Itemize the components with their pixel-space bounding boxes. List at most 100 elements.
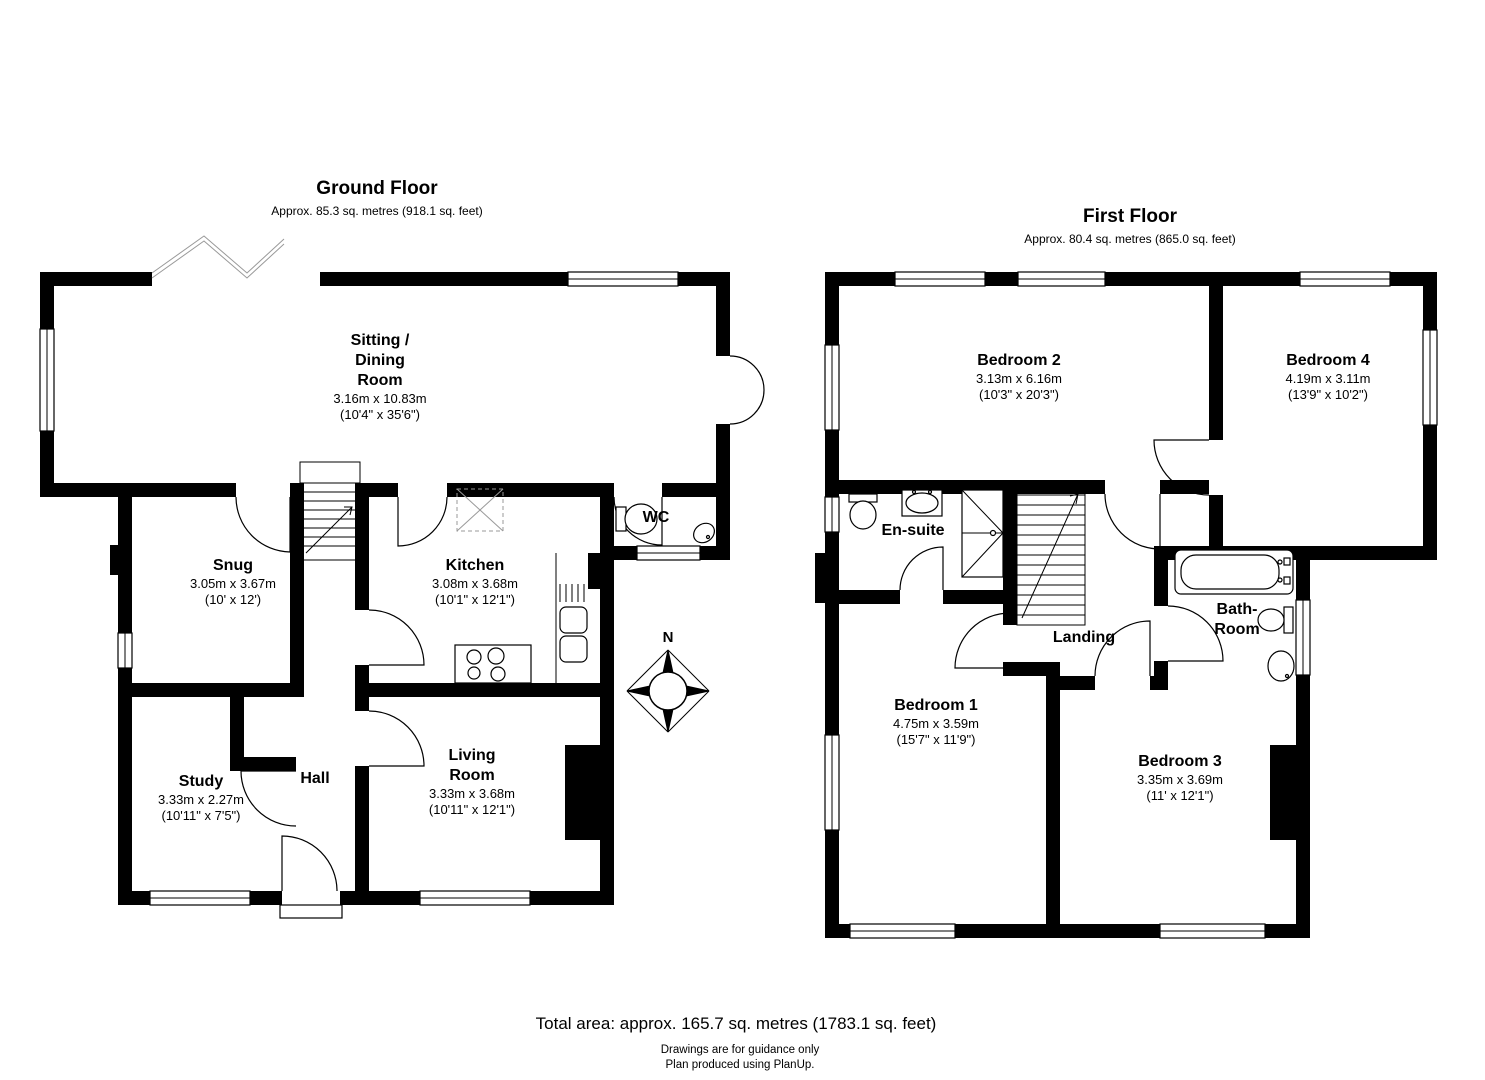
room-dim-imperial: (10'1" x 12'1")	[435, 592, 515, 607]
room-label-bedroom2: Bedroom 2 3.13m x 6.16m (10'3" x 20'3")	[976, 351, 1062, 403]
chimney-block	[565, 745, 600, 840]
porch-icon	[279, 904, 343, 919]
first-floor-plan	[815, 271, 1438, 939]
room-name: Bedroom 3	[1138, 753, 1222, 770]
room-label-hall: Hall	[300, 769, 329, 789]
room-name: Bedroom 1	[894, 697, 978, 714]
room-dim-metric: 3.16m x 10.83m	[333, 391, 427, 406]
window-icon	[1422, 329, 1438, 426]
ground-floor-plan	[39, 235, 765, 919]
room-name: Hall	[300, 770, 330, 787]
room-label-kitchen: Kitchen 3.08m x 3.68m (10'1" x 12'1")	[432, 556, 518, 608]
room-name: Bedroom 4	[1286, 352, 1370, 369]
room-name: Study	[178, 773, 224, 790]
compass-north-label: N	[662, 629, 674, 646]
room-dim-metric: 3.33m x 3.68m	[428, 786, 515, 801]
kitchen-sink-icon	[559, 606, 588, 634]
window-icon	[849, 923, 956, 939]
room-name: Dining	[355, 352, 405, 369]
room-name: Room	[1214, 621, 1260, 638]
kitchen-sink-icon	[559, 635, 588, 663]
window-icon	[894, 271, 986, 287]
toilet-icon	[1257, 606, 1294, 634]
staircase-icon	[1016, 484, 1086, 626]
door-swing-icon	[954, 612, 1011, 669]
toilet-icon	[848, 493, 878, 530]
room-label-snug: Snug 3.05m x 3.67m (10' x 12')	[190, 556, 276, 608]
ground-floor-fixtures	[279, 488, 715, 919]
window-icon	[824, 734, 840, 831]
room-dim-imperial: (11' x 12'1")	[1146, 788, 1214, 803]
room-name: Living	[448, 747, 496, 764]
first-floor-doors	[899, 439, 1224, 677]
staircase-icon	[299, 461, 361, 561]
room-name: Sitting /	[350, 332, 410, 349]
room-dim-imperial: (10'4" x 35'6")	[340, 407, 420, 422]
kitchen-counter-icon	[555, 553, 588, 683]
corner-sink-icon	[1267, 650, 1295, 682]
first-floor-header: First Floor Approx. 80.4 sq. metres (865…	[1024, 206, 1235, 246]
chimney-block	[815, 553, 825, 603]
window-icon	[39, 328, 55, 432]
door-swing-icon	[1104, 493, 1161, 550]
room-dim-imperial: (10'3" x 20'3")	[979, 387, 1059, 402]
window-icon	[636, 545, 701, 561]
room-label-sitting-dining: Sitting / Dining Room 3.16m x 10.83m (10…	[333, 331, 426, 423]
ground-floor-doors	[235, 355, 765, 892]
window-icon	[824, 344, 840, 431]
door-swing-icon	[281, 835, 338, 892]
room-label-landing: Landing	[1053, 628, 1115, 648]
chimney-block	[588, 553, 614, 589]
door-swing-icon	[1153, 439, 1210, 496]
window-icon	[567, 271, 679, 287]
room-dim-metric: 4.19m x 3.11m	[1285, 371, 1371, 386]
french-doors-icon	[729, 355, 765, 425]
room-dim-imperial: (13'9" x 10'2")	[1288, 387, 1368, 402]
room-dim-metric: 4.75m x 3.59m	[893, 716, 979, 731]
room-dim-metric: 3.35m x 3.69m	[1137, 772, 1223, 787]
room-label-study: Study 3.33m x 2.27m (10'11" x 7'5")	[158, 772, 244, 824]
chimney-block	[1270, 745, 1310, 840]
total-area-text: Total area: approx. 165.7 sq. metres (17…	[535, 1014, 937, 1033]
chimney-block	[110, 545, 132, 575]
room-label-ensuite: En-suite	[881, 521, 944, 541]
first-floor-walls	[815, 272, 1437, 938]
room-dim-metric: 3.05m x 3.67m	[190, 576, 276, 591]
room-dim-imperial: (10'11" x 7'5")	[161, 808, 241, 823]
door-swing-icon	[1167, 605, 1224, 662]
door-swing-icon	[397, 496, 448, 547]
door-swing-icon	[1094, 620, 1151, 677]
first-floor-fixtures	[848, 489, 1295, 682]
room-dim-imperial: (10'11" x 12'1")	[428, 802, 516, 817]
window-icon	[117, 632, 133, 669]
door-swing-icon	[235, 496, 291, 553]
sink-icon	[901, 489, 943, 517]
plan-credit-text: Plan produced using PlanUp.	[665, 1059, 815, 1071]
room-label-bedroom4: Bedroom 4 4.19m x 3.11m (13'9" x 10'2")	[1285, 351, 1370, 403]
room-name: En-suite	[881, 522, 945, 539]
bathtub-icon	[1174, 549, 1294, 595]
first-floor-windows	[824, 271, 1438, 939]
room-name: Room	[449, 767, 495, 784]
ground-floor-windows	[39, 271, 701, 906]
ground-floor-area: Approx. 85.3 sq. metres (918.1 sq. feet)	[271, 204, 483, 218]
window-icon	[1299, 271, 1391, 287]
door-swing-icon	[899, 546, 944, 591]
shower-icon	[961, 489, 1004, 578]
ground-floor-header: Ground Floor Approx. 85.3 sq. metres (91…	[271, 178, 482, 218]
corner-sink-icon	[693, 522, 715, 544]
room-dim-imperial: (15'7" x 11'9")	[896, 732, 976, 747]
door-swing-icon	[368, 710, 425, 767]
room-label-bedroom1: Bedroom 1 4.75m x 3.59m (15'7" x 11'9")	[893, 696, 979, 748]
window-icon	[824, 496, 840, 533]
room-label-wc: WC	[643, 508, 670, 528]
door-swing-icon	[613, 496, 663, 546]
room-name: Snug	[213, 557, 253, 574]
skylight-hatch-icon	[456, 488, 504, 532]
room-name: Landing	[1052, 629, 1116, 646]
room-dim-metric: 3.13m x 6.16m	[976, 371, 1062, 386]
ground-floor-title: Ground Floor	[316, 178, 438, 199]
ground-floor-walls	[40, 272, 730, 905]
